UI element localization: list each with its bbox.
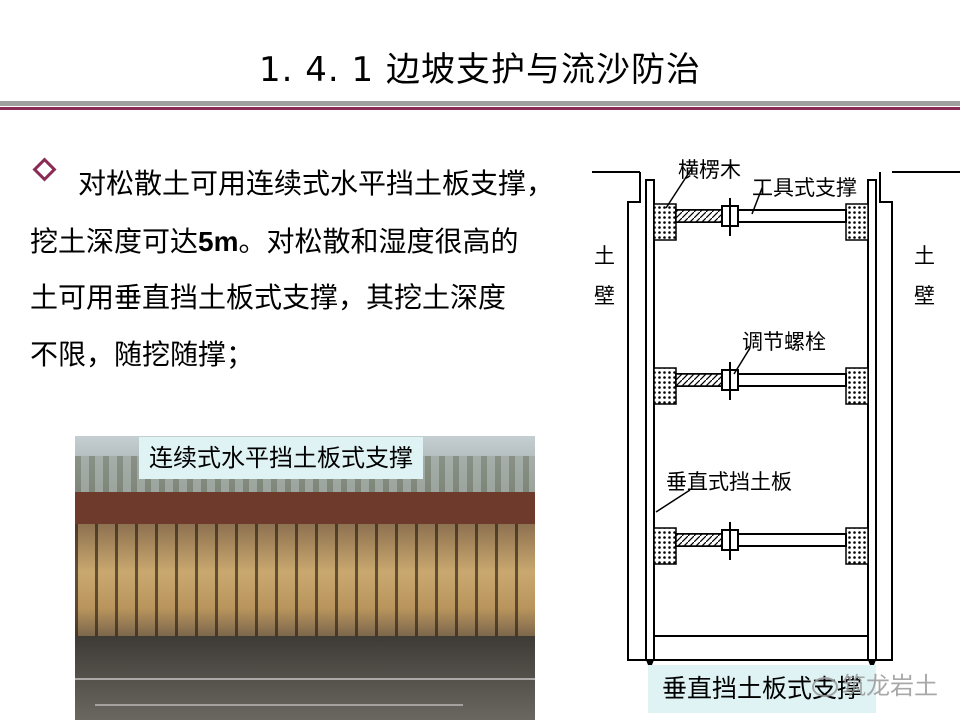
slide-title: 1. 4. 1 边坡支护与流沙防治 [259, 50, 701, 90]
brace-row-bottom [653, 522, 869, 565]
label-tool-brace: 工具式支撑 [752, 176, 857, 200]
pit-outline [627, 172, 893, 661]
body-line-2-a: 挖土深度可达 [30, 225, 199, 258]
label-soil-right-1: 土 [914, 244, 935, 268]
watermark-text: 筑龙岩土 [842, 672, 938, 700]
label-vertical-board: 垂直式挡土板 [666, 470, 792, 494]
body-line-3: 土可用垂直挡土板式支撑，其挖土深度 [30, 281, 507, 314]
watermark: 筑龙岩土 [812, 666, 938, 701]
title-rule-accent [0, 107, 960, 110]
label-soil-left-2: 壁 [594, 284, 615, 308]
brace-row-top [653, 198, 869, 241]
diamond-bullet-icon [32, 157, 57, 182]
wechat-icon [812, 677, 838, 697]
vertical-board-left [645, 179, 655, 661]
photo-label: 连续式水平挡土板式支撑 [139, 437, 423, 479]
bracing-diagram-svg [592, 167, 960, 670]
body-line-1: 对松散土可用连续式水平挡土板支撑， [78, 167, 555, 200]
bracing-diagram: 横楞木 工具式支撑 土 壁 土 壁 调节螺栓 垂直式挡土板 [592, 140, 960, 720]
body-line-2-depth: 5m [198, 226, 239, 257]
body-line-2: 挖土深度可达5m。对松散和湿度很高的 [30, 220, 519, 260]
body-line-4: 不限，随挖随撑； [30, 338, 255, 371]
label-soil-right-2: 壁 [914, 284, 935, 308]
title-rule-gray [0, 101, 960, 106]
label-crossbeam: 横楞木 [678, 158, 741, 182]
vertical-board-right [867, 179, 877, 661]
brace-row-middle [653, 362, 869, 405]
label-bolt: 调节螺栓 [742, 330, 826, 354]
body-line-2-b: 。对松散和湿度很高的 [238, 225, 519, 258]
label-soil-left-1: 土 [594, 244, 615, 268]
